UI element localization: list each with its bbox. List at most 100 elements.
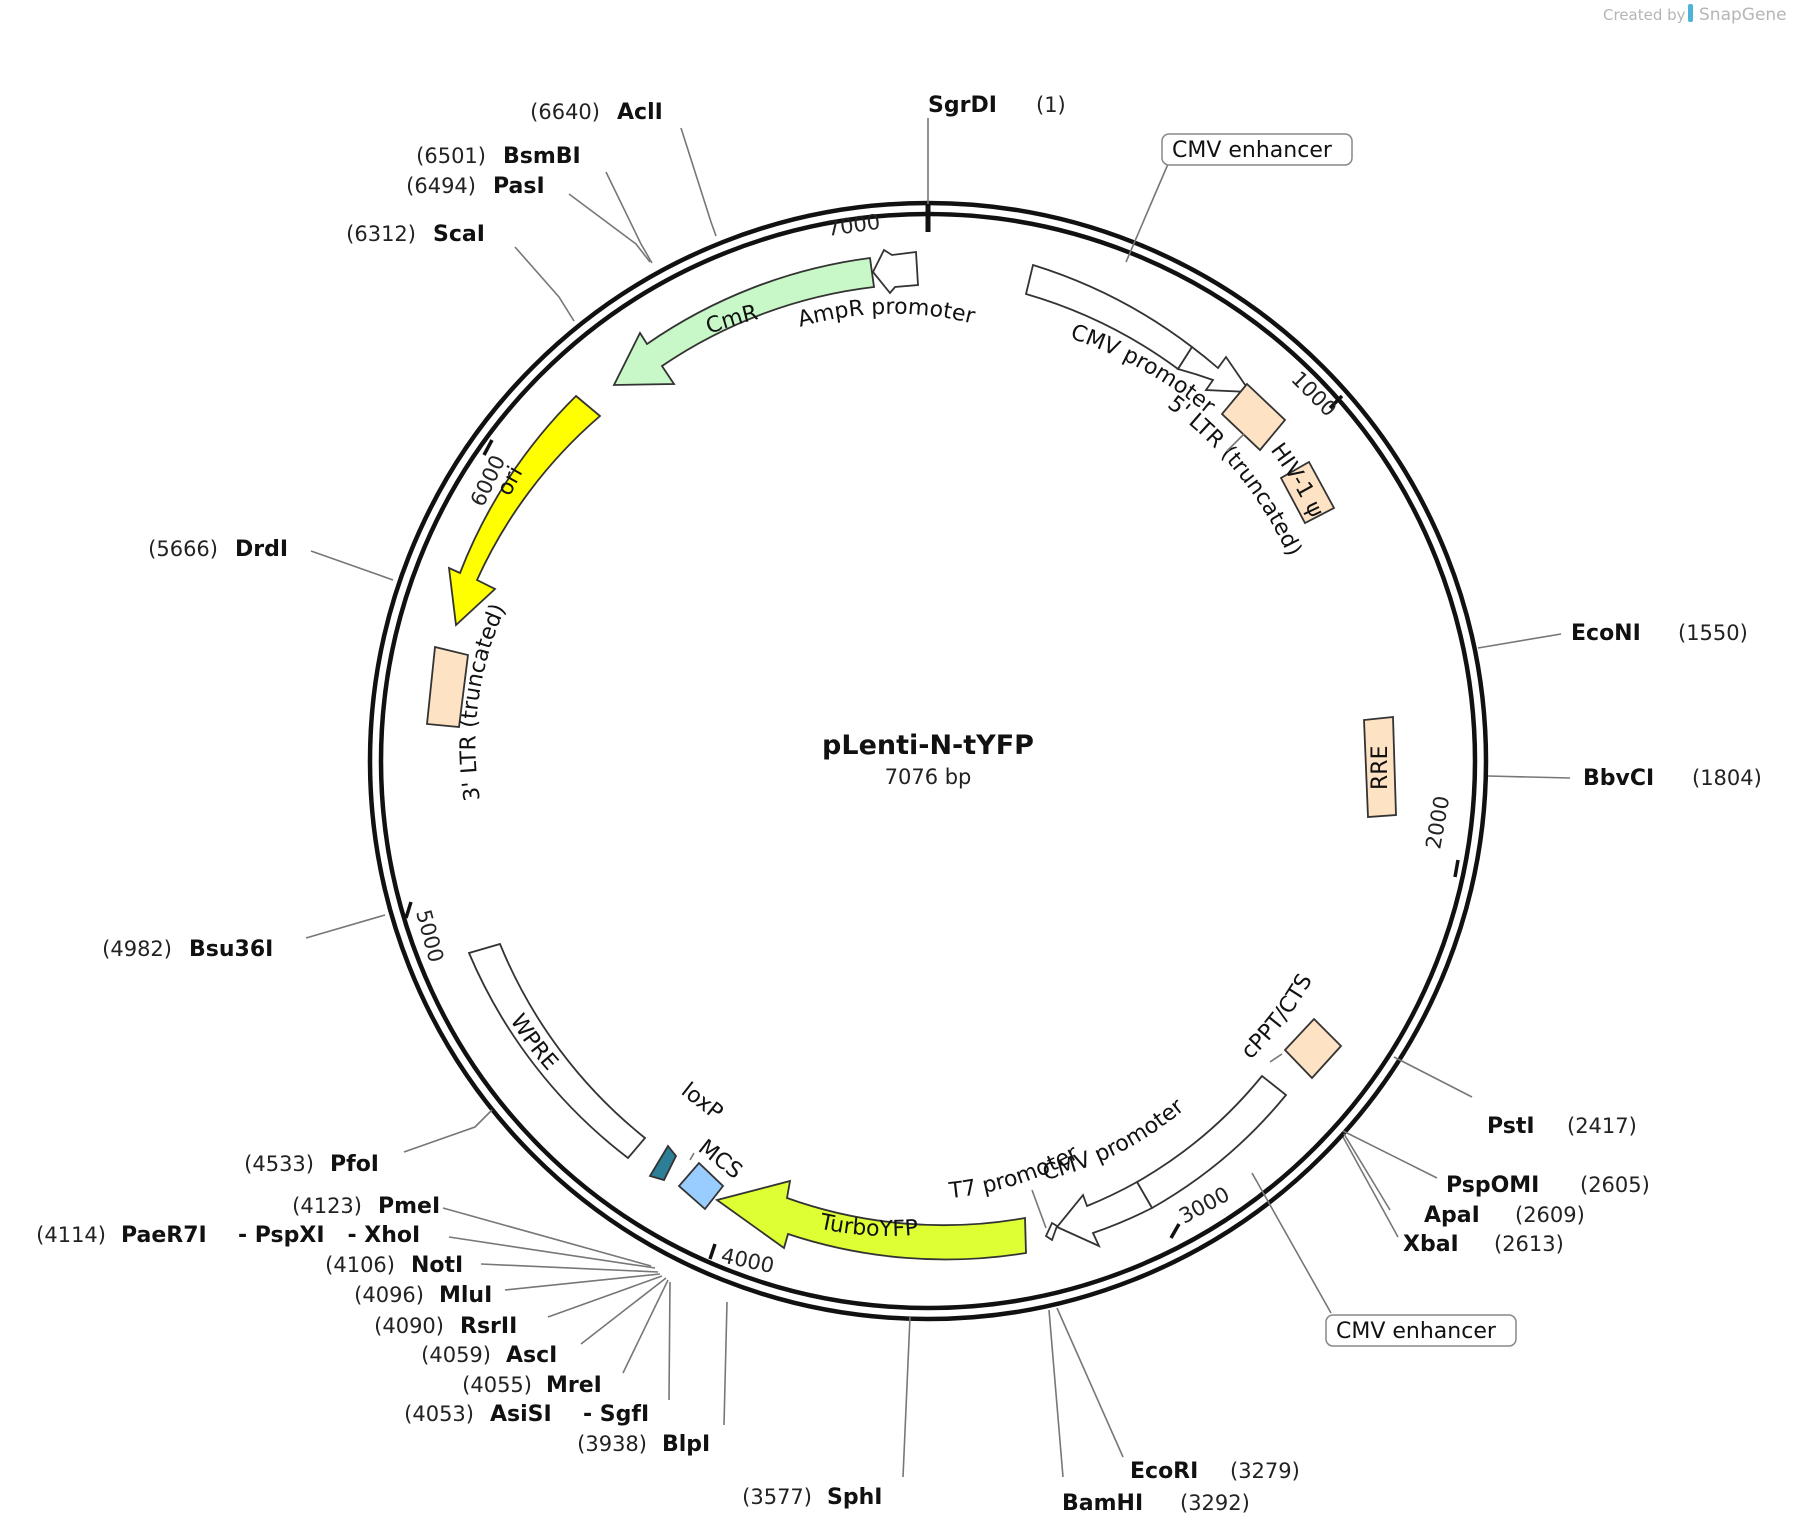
leader-rsrii <box>547 1275 663 1318</box>
plasmid-name: pLenti-N-tYFP <box>822 730 1034 761</box>
snapgene-credit: Created by SnapGene <box>1603 4 1787 25</box>
loxp-feature <box>648 1144 678 1182</box>
site-position: (6494) <box>406 174 476 198</box>
cmv-enhancer-bottom-box <box>1325 1314 1517 1347</box>
site-position: (3292) <box>1180 1491 1250 1515</box>
site-position: (4090) <box>374 1314 444 1338</box>
site-position: (6501) <box>416 144 486 168</box>
leader-pasi <box>568 193 651 263</box>
cmv-enhancer-top-leader <box>1125 163 1169 263</box>
credit-brand: SnapGene <box>1699 5 1787 25</box>
cppt-cts-feature <box>1283 1017 1343 1080</box>
site-pspomi: PspOMI (2605) <box>1446 1173 1650 1198</box>
hiv1-psi-feature <box>1279 460 1336 525</box>
site-position: (2605) <box>1580 1173 1650 1197</box>
site-name: EcoRI <box>1130 1459 1198 1484</box>
leader-econi <box>1477 633 1562 649</box>
site-asisi: (4053) AsiSI - SgfI <box>404 1402 649 1427</box>
site-alias: - PspXI - XhoI <box>238 1223 420 1248</box>
leader-bbvci <box>1487 775 1571 779</box>
site-position: (5666) <box>148 537 218 561</box>
leader-acli <box>680 127 717 237</box>
site-name: EcoNI <box>1571 621 1641 646</box>
site-mlui: (4096) MluI <box>354 1283 492 1308</box>
site-leaders <box>305 118 1571 1478</box>
site-name: BsmBI <box>503 144 581 169</box>
tick-1000 <box>1328 394 1344 410</box>
site-name: PstI <box>1487 1114 1535 1139</box>
plasmid-title: pLenti-N-tYFP 7076 bp <box>822 730 1034 789</box>
tick-6000 <box>482 439 494 456</box>
rre-feature <box>1363 716 1397 818</box>
site-blpi: (3938) BlpI <box>577 1432 710 1457</box>
site-position: (4123) <box>292 1194 362 1218</box>
leader-asisi <box>668 1281 671 1401</box>
site-name: SgrDI <box>928 93 997 118</box>
site-name: ScaI <box>433 222 485 247</box>
site-position: (4053) <box>404 1402 474 1426</box>
ltr5-leader <box>1226 433 1245 452</box>
leader-xbai <box>1342 1136 1399 1238</box>
ampr-promoter-label: AmpR promoter <box>795 295 978 333</box>
leader-noti <box>480 1263 659 1273</box>
cmv-enhancer-top-box <box>1161 133 1353 166</box>
tick-label-7000: 7000 <box>825 210 881 241</box>
site-paer7i: (4114) PaeR7I - PspXI - XhoI <box>36 1223 420 1248</box>
credit-prefix: Created by <box>1603 6 1686 24</box>
leader-pfoi <box>403 1109 493 1153</box>
leader-mlui <box>504 1273 661 1291</box>
t7-leader <box>1031 1189 1047 1229</box>
cmv-promoter-bottom-feature <box>1055 1180 1154 1248</box>
tick-5000 <box>404 901 413 919</box>
site-position: (4055) <box>462 1373 532 1397</box>
t7-promoter-label: T7 promoter <box>947 1140 1083 1204</box>
site-alias: - SgfI <box>583 1402 649 1427</box>
site-sphi: (3577) SphI <box>742 1485 882 1510</box>
site-position: (2417) <box>1567 1114 1637 1138</box>
site-position: (2613) <box>1494 1232 1564 1256</box>
site-xbai: XbaI (2613) <box>1403 1232 1564 1257</box>
site-position: (4533) <box>244 1152 314 1176</box>
cmv-enhancer-top-label: CMV enhancer <box>1172 138 1333 163</box>
site-position: (2609) <box>1515 1203 1585 1227</box>
site-apai: ApaI (2609) <box>1424 1203 1585 1228</box>
site-name: Bsu36I <box>189 937 273 962</box>
leader-psti <box>1393 1056 1473 1098</box>
snapgene-logo-icon <box>1688 4 1693 22</box>
leader-sphi <box>902 1316 911 1478</box>
site-name: PmeI <box>378 1194 440 1219</box>
cmv-enhancer-bottom-label: CMV enhancer <box>1336 1319 1497 1344</box>
site-position: (6640) <box>530 100 600 124</box>
wpre-feature <box>467 942 647 1160</box>
site-name: AscI <box>506 1343 557 1368</box>
ltr5-feature <box>1220 382 1287 452</box>
site-name: BamHI <box>1062 1491 1143 1516</box>
leader-paer7i <box>448 1236 656 1269</box>
site-name: AsiSI <box>490 1402 552 1427</box>
tick-label-4000: 4000 <box>719 1243 776 1278</box>
site-mrei: (4055) MreI <box>462 1373 602 1398</box>
leader-pspomi <box>1342 1130 1438 1179</box>
leader-blpi <box>723 1301 728 1426</box>
site-sgrdi: SgrDI (1) <box>928 93 1066 118</box>
cppt-leader <box>1269 1053 1283 1063</box>
site-name: BbvCI <box>1583 766 1654 791</box>
site-name: SphI <box>827 1485 882 1510</box>
site-position: (3279) <box>1230 1459 1300 1483</box>
mcs-leader <box>689 1152 695 1161</box>
backbone <box>367 200 1489 1322</box>
ltr3-feature <box>426 645 469 728</box>
backbone-outer-strand <box>367 200 1489 1322</box>
site-econi: EcoNI (1550) <box>1571 621 1748 646</box>
site-position: (3577) <box>742 1485 812 1509</box>
site-position: (4059) <box>421 1343 491 1367</box>
site-position: (1) <box>1036 93 1066 117</box>
leader-bsu36i <box>305 914 386 939</box>
leader-pmei <box>442 1207 652 1267</box>
site-name: MluI <box>439 1283 492 1308</box>
leader-bsmbi <box>605 171 653 264</box>
ltr3-label: 3' LTR (truncated) <box>456 600 511 803</box>
mcs-feature <box>677 1161 725 1211</box>
site-pmei: (4123) PmeI <box>292 1194 440 1219</box>
site-ecori: EcoRI (3279) <box>1130 1459 1300 1484</box>
